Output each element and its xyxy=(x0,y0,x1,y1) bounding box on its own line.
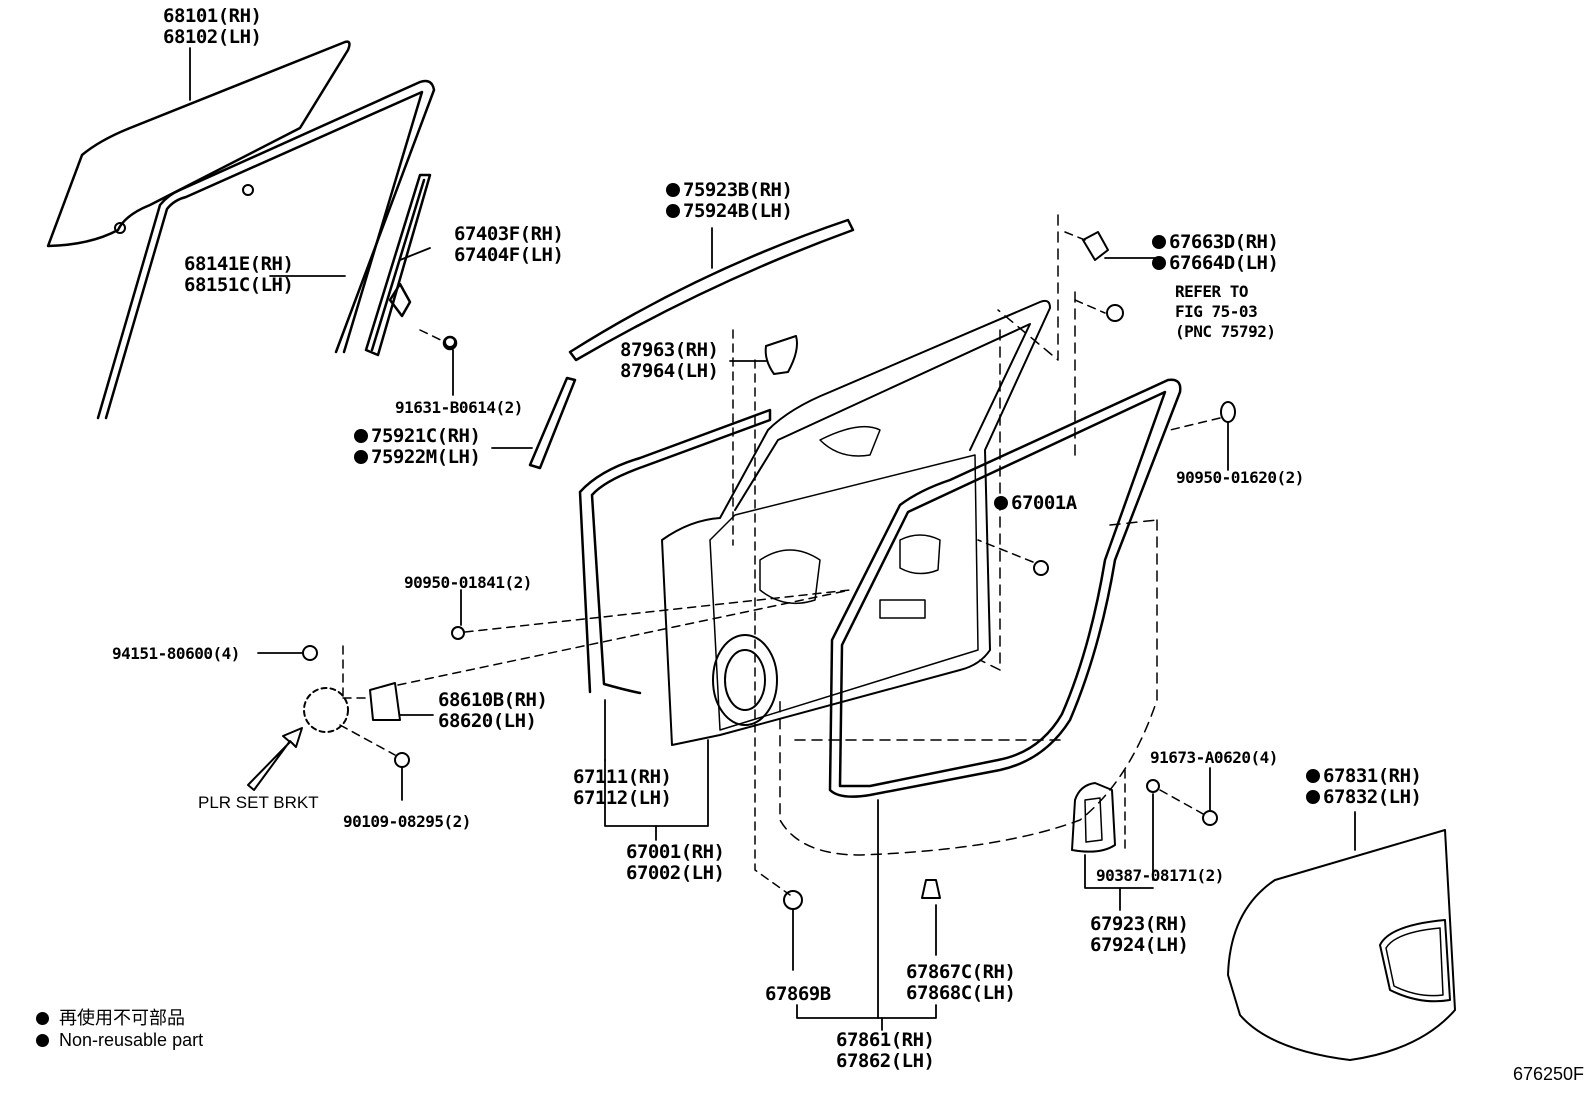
nut-67001a xyxy=(1033,560,1049,576)
plug-01620 xyxy=(1220,401,1236,423)
belt-moulding xyxy=(528,376,577,470)
label-panel-assy: 67001(RH)67002(LH) xyxy=(626,841,725,884)
label-clip-67867c: 67867C(RH)67868C(LH) xyxy=(906,961,1016,1004)
label-rear-channel: 67403F(RH)67404F(LH) xyxy=(454,223,564,266)
legend-dot xyxy=(36,1012,49,1025)
legend-dot xyxy=(36,1034,49,1047)
label-bolt-b0614: 91631-B0614(2) xyxy=(395,398,523,417)
screw-a0620 xyxy=(1202,810,1218,826)
label-checker: 68610B(RH)68620(LH) xyxy=(438,689,548,732)
label-plug-01841: 90950-01841(2) xyxy=(404,573,532,592)
plr-arrow xyxy=(247,727,303,791)
bolt-08171 xyxy=(1146,779,1160,793)
rear-lower-channel xyxy=(364,173,458,357)
nut-refer xyxy=(1106,304,1124,322)
plug-01841 xyxy=(451,626,465,640)
clip-67867c xyxy=(921,879,941,899)
label-67001a: 67001A xyxy=(994,493,1077,514)
label-bolt-08171: 90387-08171(2) xyxy=(1096,866,1224,885)
label-run-channel: 68141E(RH)68151C(LH) xyxy=(184,253,294,296)
door-weatherstrip xyxy=(828,378,1182,798)
dashed-leaders xyxy=(339,231,1221,896)
door-glass xyxy=(46,40,351,248)
door-checker xyxy=(369,682,401,721)
clip-67869b xyxy=(783,890,803,910)
label-panel-outer: 67111(RH)67112(LH) xyxy=(573,766,672,809)
label-bracket-67663: 67663D(RH) 67664D(LH) xyxy=(1152,232,1279,274)
label-weatherstrip: 67861(RH)67862(LH) xyxy=(836,1029,935,1072)
non-reusable-dot xyxy=(1306,790,1320,804)
bracket-67663 xyxy=(1082,231,1109,261)
plr-set-brkt-circle xyxy=(303,687,349,733)
label-plug-01620: 90950-01620(2) xyxy=(1176,468,1304,487)
door-outer-panel xyxy=(578,408,772,695)
figure-id: 676250F xyxy=(1512,1064,1584,1084)
label-nut-80600: 94151-80600(4) xyxy=(112,644,240,663)
non-reusable-dot xyxy=(1152,256,1166,270)
non-reusable-dot xyxy=(666,204,680,218)
non-reusable-dot xyxy=(994,496,1008,510)
door-dashed-outline xyxy=(779,214,1158,856)
legend-line-jp: 再使用不可部品 xyxy=(36,1004,185,1030)
door-inner-panel xyxy=(661,299,1051,746)
non-reusable-dot xyxy=(1152,235,1166,249)
upper-moulding xyxy=(568,218,855,362)
label-cover-87963: 87963(RH)87964(LH) xyxy=(620,339,719,382)
label-moulding-upper: 75923B(RH) 75924B(LH) xyxy=(666,180,793,222)
bolt-b0614 xyxy=(444,336,456,348)
non-reusable-dot xyxy=(1306,769,1320,783)
fender-plate xyxy=(1227,829,1456,1061)
label-clip-67869b: 67869B xyxy=(765,983,831,1005)
label-screw-a0620: 91673-A0620(4) xyxy=(1150,748,1278,767)
cover-87963 xyxy=(764,335,798,375)
label-hinge-cover: 67923(RH)67924(LH) xyxy=(1090,913,1189,956)
bolt-08295 xyxy=(394,752,410,768)
non-reusable-dot xyxy=(354,429,368,443)
label-bolt-08295: 90109-08295(2) xyxy=(343,812,471,831)
non-reusable-dot xyxy=(354,450,368,464)
label-plr-set-brkt: PLR SET BRKT xyxy=(198,793,319,812)
small-parts xyxy=(302,231,1236,910)
nut-80600 xyxy=(302,645,318,661)
non-reusable-dot xyxy=(666,183,680,197)
label-belt-ms: 75921C(RH) 75922M(LH) xyxy=(354,426,481,468)
hinge-cover xyxy=(1071,782,1116,853)
label-glass: 68101(RH)68102(LH) xyxy=(163,5,262,48)
legend-line-en: Non-reusable part xyxy=(36,1030,203,1051)
leader-lines xyxy=(189,47,1356,1031)
glass-run-channel xyxy=(96,79,436,420)
label-plate-67831: 67831(RH) 67832(LH) xyxy=(1306,766,1422,808)
